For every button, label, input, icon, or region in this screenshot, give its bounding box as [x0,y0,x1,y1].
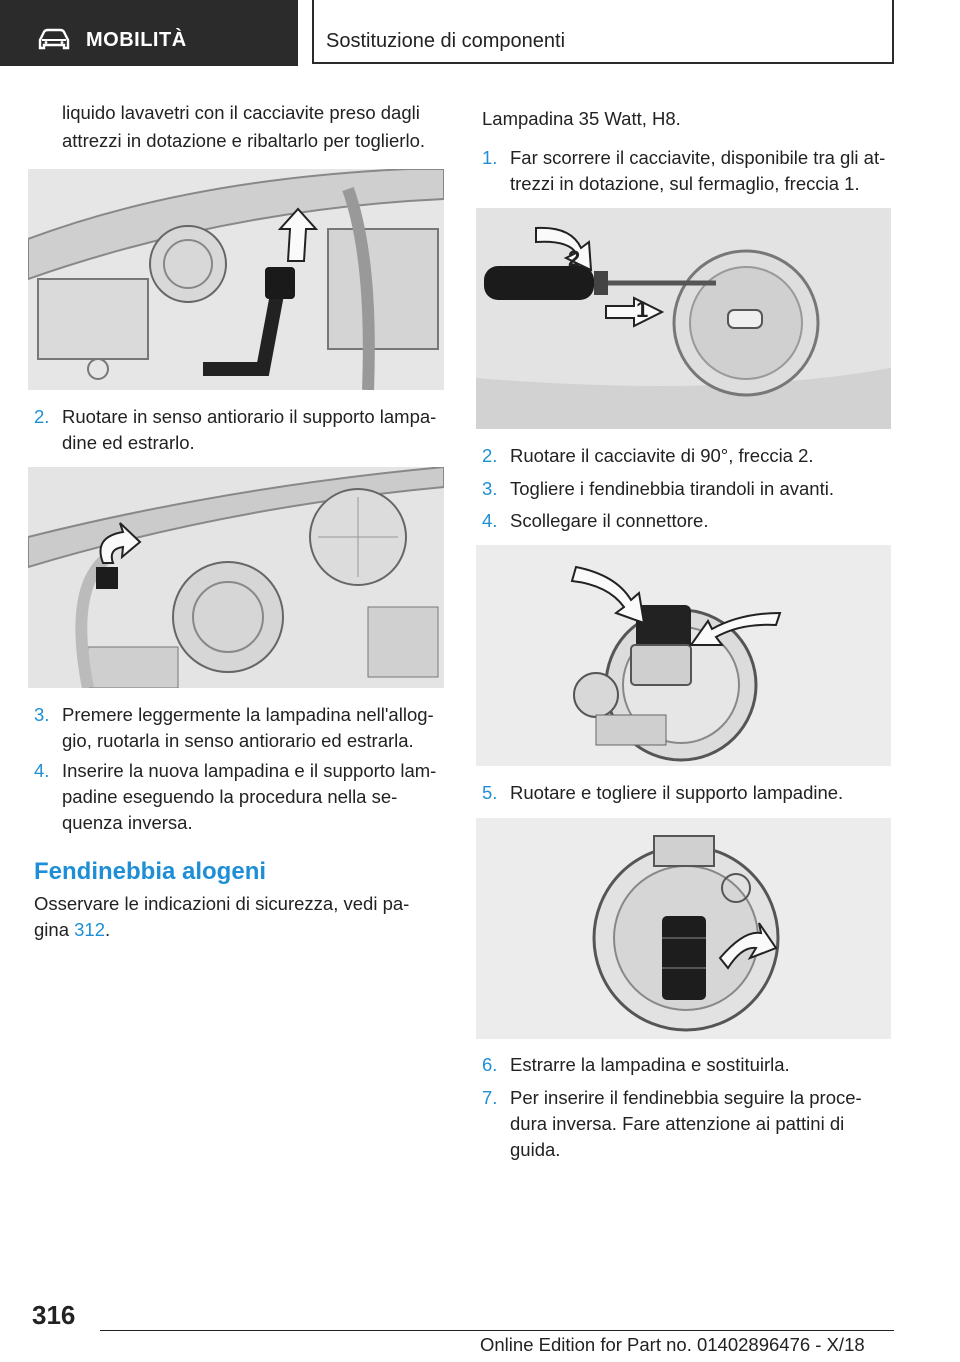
step-text-line: padine eseguendo la procedura nella se- [62,786,398,807]
step-number: 2. [482,445,498,466]
step-number: 2. [34,406,50,427]
step-text-line: dura inversa. Fare attenzione ai pattini… [510,1113,845,1134]
section-heading: Fendinebbia alogeni [34,858,267,885]
safety-text-line: gina 312. [34,917,110,943]
step-number: 4. [34,760,50,781]
step-text-line: trezzi in dotazione, sul fermaglio, frec… [510,173,860,194]
step-number: 7. [482,1087,498,1108]
step-text-line: quenza inversa. [62,812,193,833]
step-text-line: Inserire la nuova lampadina e il support… [62,760,437,781]
bulb-spec: Lampadina 35 Watt, H8. [482,108,681,129]
step-text-line: gio, ruotarla in senso antiorario ed est… [62,730,414,751]
figure-screwdriver-clip: 1 2 [476,208,891,429]
step-number: 4. [482,510,498,531]
safety-text-prefix: gina [34,919,75,940]
step-text-line: dine ed estrarlo. [62,432,195,453]
step-text-line: Ruotare il cacciavite di 90°, freccia 2. [510,445,814,466]
arrow-2-label: 2 [568,246,580,271]
step-text-line: Far scorrere il cacciavite, disponibile … [510,147,886,168]
step-text-line: Ruotare in senso antiorario il supporto … [62,406,437,427]
step-number: 6. [482,1054,498,1075]
arrow-1-label: 1 [636,297,648,322]
figure-lamp-holder-rotate [476,818,891,1039]
step-text-line: Ruotare e togliere il supporto lampadine… [510,782,844,803]
chapter-title: Sostituzione di componenti [326,30,566,52]
intro-text-line: liquido lavavetri con il cacciavite pres… [62,102,420,123]
edition-text: Online Edition for Part no. 01402896476 … [480,1334,865,1355]
step-text-line: Togliere i fendinebbia tirandoli in avan… [510,478,834,499]
step-text-line: Per inserire il fendinebbia seguire la p… [510,1087,862,1108]
section-tab: MOBILITÀ [0,0,298,66]
footer-divider [100,1330,894,1331]
page-link[interactable]: 312 [74,919,105,940]
safety-text-suffix: . [105,919,111,940]
page-number: 316 [32,1300,76,1330]
step-text-line: guida. [510,1139,561,1160]
car-icon [36,28,72,57]
safety-text-line: Osservare le indicazioni di sicurezza, v… [34,893,410,914]
step-number: 3. [34,704,50,725]
figure-washer-reservoir [28,169,444,390]
step-text-line: Scollegare il connettore. [510,510,709,531]
step-text-line: Premere leggermente la lampadina nell'al… [62,704,434,725]
step-number: 3. [482,478,498,499]
step-text-line: Estrarre la lampadina e sostituirla. [510,1054,790,1075]
figure-connector [476,545,891,766]
section-label: MOBILITÀ [86,29,187,51]
step-number: 5. [482,782,498,803]
step-number: 1. [482,147,498,168]
chapter-header: Sostituzione di componenti [312,0,894,64]
figure-lamp-holder [28,467,444,688]
intro-text-line: attrezzi in dotazione e ribaltarlo per t… [62,130,425,151]
